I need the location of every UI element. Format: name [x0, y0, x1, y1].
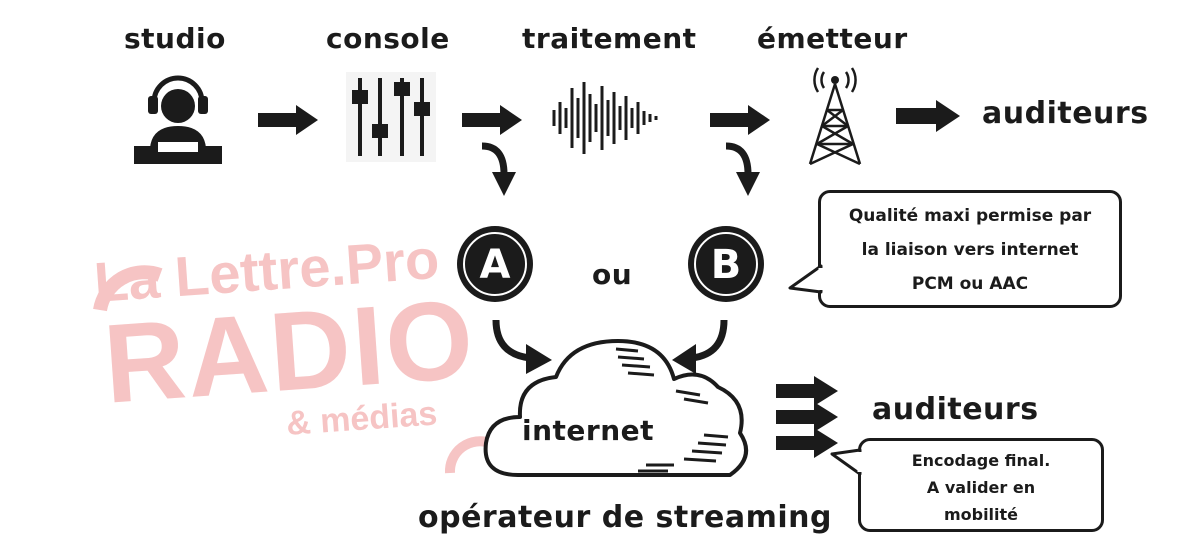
watermark-signal-icon: [93, 265, 163, 312]
encoding-line2: A valider en: [926, 478, 1036, 497]
studio-icon: [134, 75, 222, 164]
curved-arrow-to-b: [725, 142, 760, 196]
arrow-cloud-auditeurs-2: [776, 402, 838, 432]
encoding-line1: Encodage final.: [911, 451, 1051, 470]
arrow-traitement-emetteur: [710, 105, 770, 135]
quality-line2: la liaison vers internet: [861, 240, 1079, 260]
arrow-emetteur-auditeurs: [896, 100, 960, 132]
encoding-bubble: Encodage final. A valider en mobilité: [858, 438, 1104, 532]
arrow-studio-console: [258, 105, 318, 135]
curved-arrow-to-a: [481, 142, 516, 196]
curved-arrow-a-to-cloud: [492, 319, 552, 374]
quality-bubble-tail: [788, 264, 824, 294]
encoding-line3: mobilité: [943, 505, 1019, 524]
option-a-badge: A: [457, 226, 533, 302]
cloud-icon: [483, 339, 749, 477]
option-b-letter: B: [711, 242, 742, 288]
label-auditeurs-top: auditeurs: [982, 96, 1149, 131]
label-traitement: traitement: [522, 22, 697, 55]
quality-line1: Qualité maxi permise par: [848, 206, 1092, 226]
curved-arrow-b-to-cloud: [672, 319, 728, 374]
streaming-operator-caption: opérateur de streaming: [418, 500, 832, 535]
quality-line3: PCM ou AAC: [911, 274, 1029, 294]
tower-icon: [808, 67, 862, 166]
option-b-badge: B: [688, 226, 764, 302]
console-icon: [346, 72, 436, 162]
watermark-signal-icon-small: [444, 436, 492, 474]
label-auditeurs-bottom: auditeurs: [872, 392, 1039, 427]
encoding-bubble-tail: [830, 448, 863, 476]
arrow-cloud-auditeurs-1: [776, 376, 838, 406]
label-console: console: [326, 22, 450, 55]
label-emetteur: émetteur: [757, 22, 908, 55]
option-a-letter: A: [480, 242, 511, 288]
label-studio: studio: [124, 22, 226, 55]
arrow-console-traitement: [462, 105, 522, 135]
label-ou: ou: [592, 258, 633, 291]
waveform-icon: [552, 82, 658, 154]
arrow-cloud-auditeurs-3: [776, 428, 838, 458]
cloud-label: internet: [522, 414, 655, 447]
quality-bubble: Qualité maxi permise par la liaison vers…: [818, 190, 1122, 308]
